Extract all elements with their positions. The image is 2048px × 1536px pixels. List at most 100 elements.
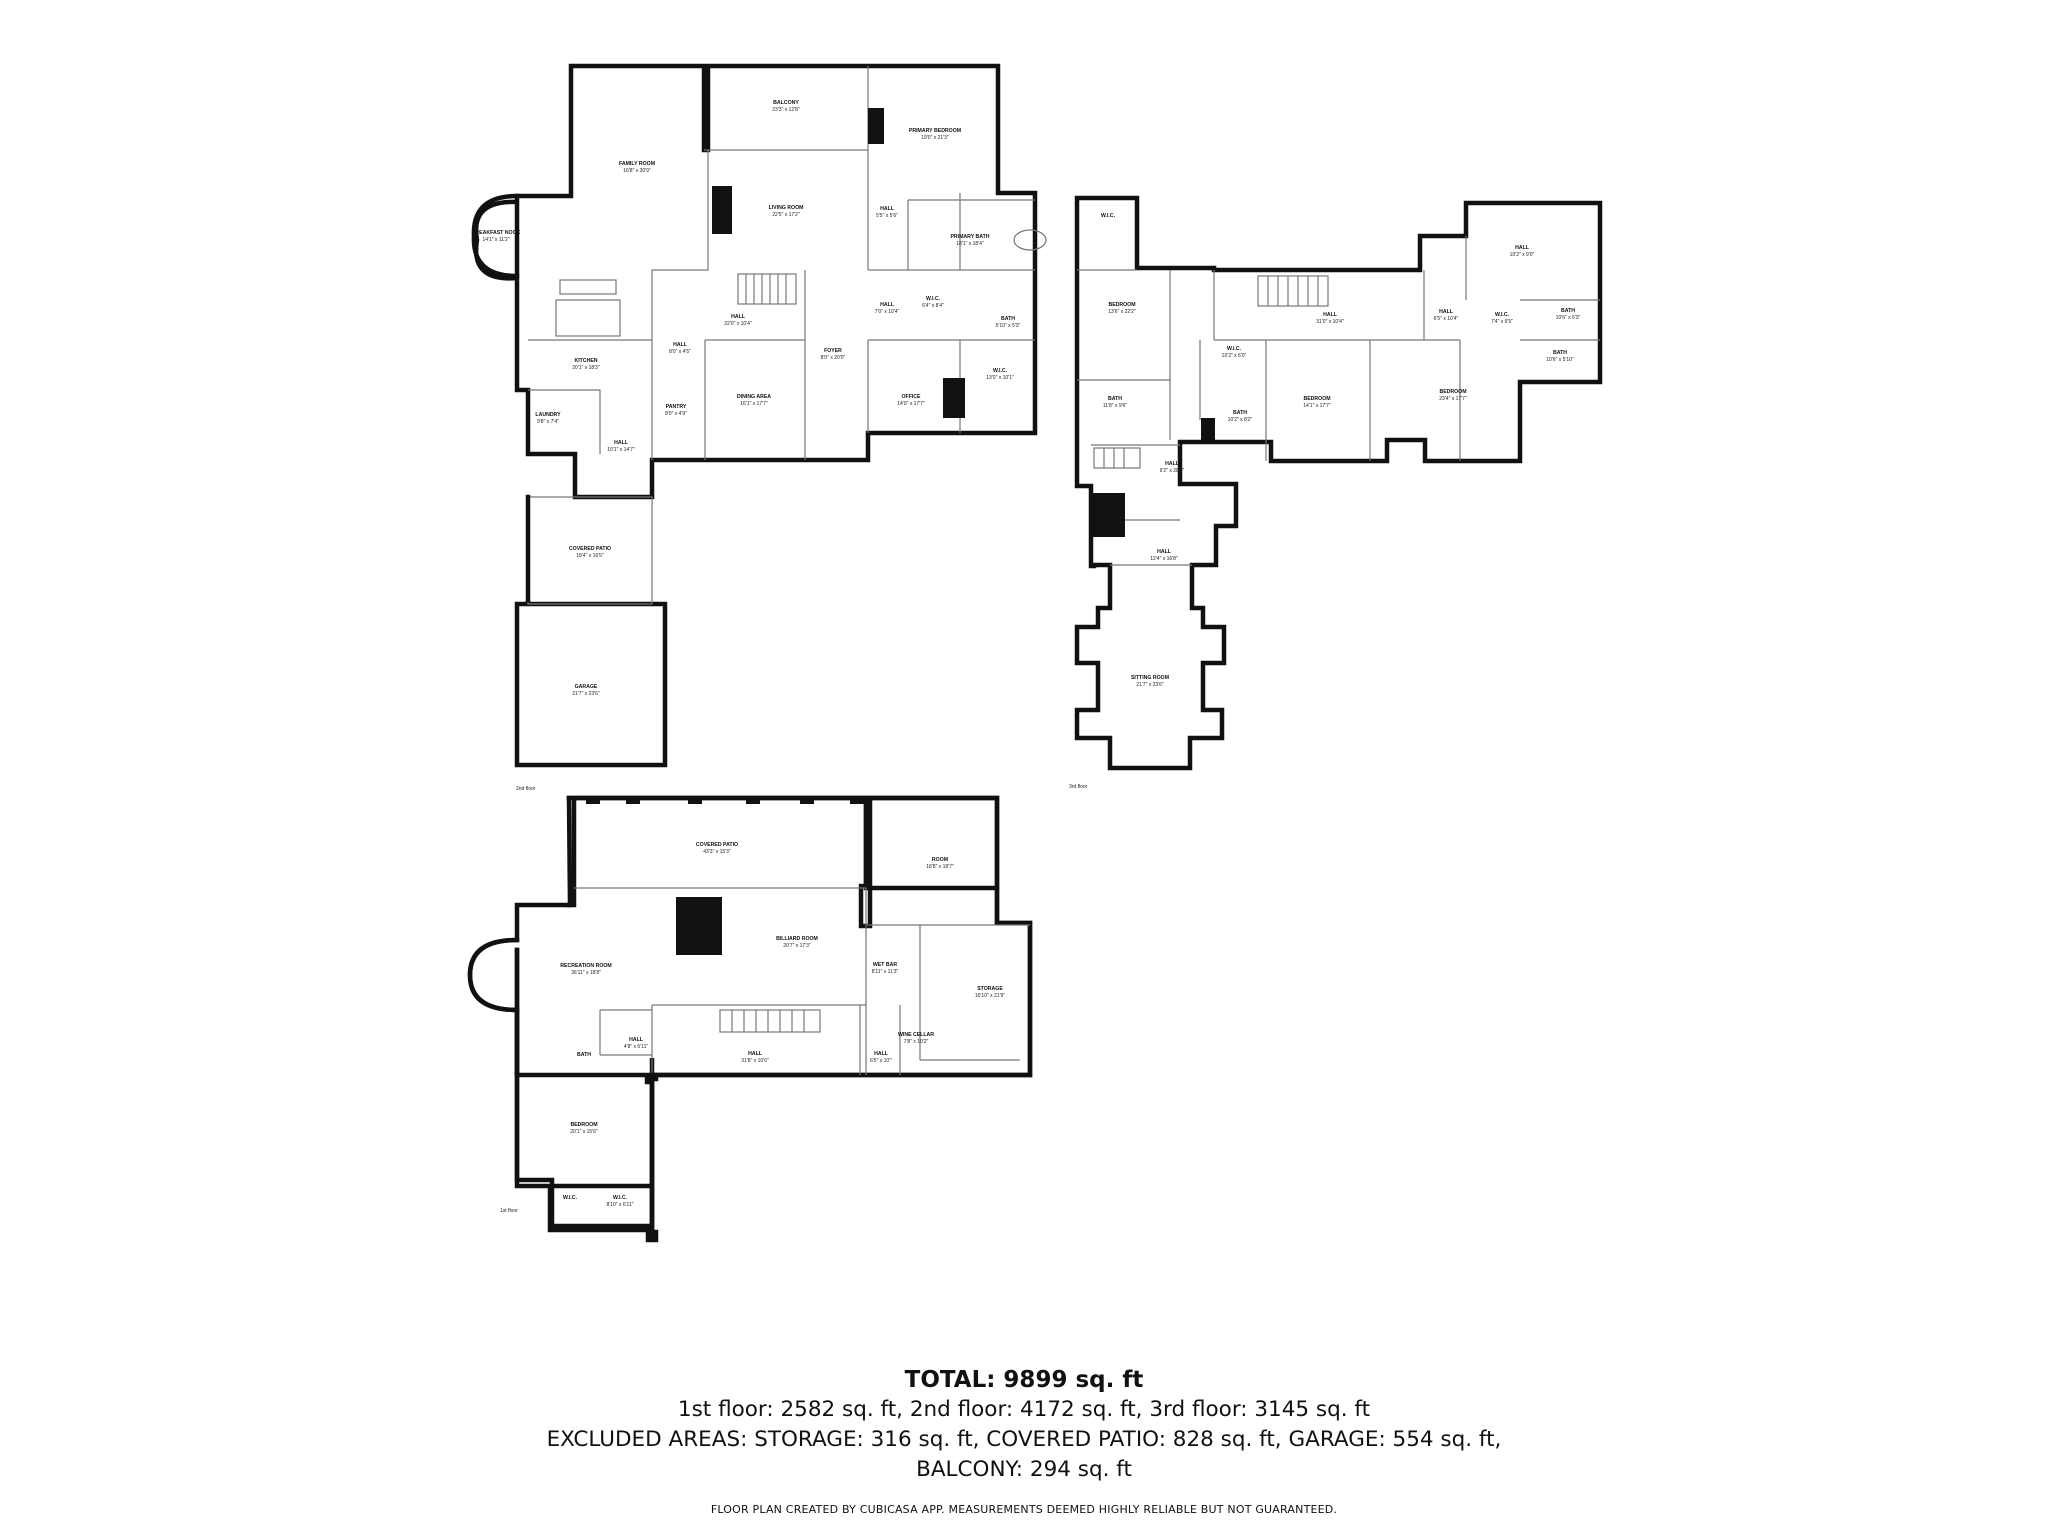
floor-plan-drawing: FAMILY ROOM 16'8" x 30'9" BALCONY 23'3" … [467, 63, 1603, 1243]
room-dim: 6'5" x 10'4" [1434, 316, 1459, 322]
room-name: PRIMARY BATH [950, 234, 989, 240]
room-dim: 10'1" x 14'7" [607, 447, 635, 453]
room-dim: 8'10" x 6'11" [606, 1202, 633, 1208]
room-name: W.I.C. [1227, 346, 1242, 352]
room-dim: 16'8" x 30'9" [623, 168, 651, 174]
room-name: PANTRY [666, 404, 687, 410]
room-dim: 22'0" x 10'4" [724, 321, 752, 327]
first-floor-plan [467, 795, 1033, 1243]
room-dim: 9'2" x 28'8" [1160, 468, 1185, 474]
second-floor-labels: FAMILY ROOM 16'8" x 30'9" BALCONY 23'3" … [472, 100, 1021, 792]
third-floor-stairs [1093, 275, 1329, 469]
room-name: BATH [1561, 308, 1575, 314]
room-name: OFFICE [901, 394, 921, 400]
third-floor-labels: W.I.C. HALL 10'2" x 9'0" BEDROOM 13'6" x… [1069, 213, 1581, 790]
room-name: BEDROOM [1303, 396, 1330, 402]
room-name: BATH [577, 1052, 591, 1058]
room-dim: 20'1" x 18'3" [572, 365, 600, 371]
room-name: HALL [1165, 461, 1180, 467]
third-floor-plan [1074, 195, 1603, 771]
room-name: BATH [1233, 410, 1247, 416]
room-dim: 6'5" x 10'" [870, 1058, 892, 1064]
room-name: BEDROOM [1108, 302, 1135, 308]
floor-tag-third: 3rd floor [1069, 784, 1088, 790]
room-name: LIVING ROOM [769, 205, 804, 211]
fireplace [712, 186, 732, 234]
room-dim: 31'0" x 10'4" [1316, 319, 1344, 325]
room-name: W.I.C. [1101, 213, 1116, 219]
room-dim: 10'2" x 9'0" [1510, 252, 1535, 258]
room-dim: 43'3" x 15'3" [703, 849, 731, 855]
room-dim: 12'4" x 16'8" [1150, 556, 1178, 562]
room-name: HALL [1515, 245, 1530, 251]
room-name: WINE CELLAR [898, 1032, 934, 1038]
recreation-bay [467, 937, 520, 1013]
second-floor-outer-wall [473, 63, 1038, 500]
room-dim: 31'8" x 10'6" [741, 1058, 769, 1064]
room-dim: 18'1" x 18'4" [956, 241, 984, 247]
room-dim: 9'8" x 7'4" [537, 419, 559, 425]
room-dim: 19'0" x 21'3" [921, 135, 949, 141]
room-name: BATH [1001, 316, 1015, 322]
room-dim: 5'5" x 5'6" [876, 213, 898, 219]
room-dim: 13'0" x 10'1" [986, 375, 1014, 381]
room-name: W.I.C. [563, 1195, 578, 1201]
room-name: BILLIARD ROOM [776, 936, 818, 942]
second-floor-plan [471, 63, 1047, 768]
column [800, 796, 814, 804]
room-name: KITCHEN [574, 358, 597, 364]
room-name: GARAGE [575, 684, 598, 690]
room-dim: 16'10" x 21'9" [975, 993, 1005, 999]
room-dim: 16'1" x 17'7" [740, 401, 768, 407]
credit-disclaimer: FLOOR PLAN CREATED BY CUBICASA APP. MEAS… [710, 1503, 1338, 1516]
excluded-areas-line-2: BALCONY: 294 sq. ft [916, 1457, 1132, 1482]
room-name: BREAKFAST NOOK [472, 230, 521, 236]
room-dim: 21'7" x 23'6" [572, 691, 600, 697]
room-dim: 13'6" x 22'2" [1108, 309, 1136, 315]
room-dim: 21'7" x 23'6" [1136, 682, 1164, 688]
third-floor-interior-walls [1077, 236, 1600, 566]
room-dim: 23'4" x 17'7" [1439, 396, 1467, 402]
room-name: HALL [673, 342, 688, 348]
room-dim: 8'0" x 4'9" [665, 411, 687, 417]
column [746, 796, 760, 804]
room-name: HALL [880, 302, 895, 308]
fireplace [943, 378, 965, 418]
room-name: FOYER [824, 348, 842, 354]
floor-areas: 1st floor: 2582 sq. ft, 2nd floor: 4172 … [677, 1397, 1371, 1422]
room-name: PRIMARY BEDROOM [909, 128, 961, 134]
column [688, 796, 702, 804]
fireplace [676, 897, 722, 955]
room-dim: 22'5" x 17'2" [772, 212, 800, 218]
column [626, 796, 640, 804]
first-floor-stairs [719, 1009, 821, 1033]
kitchen-island [555, 299, 621, 337]
room-dim: 7'4" x 6'5" [1491, 319, 1513, 325]
kitchen-counter [559, 279, 617, 295]
room-name: WET BAR [873, 962, 897, 968]
room-dim: 8'0" x 4'5" [669, 349, 691, 355]
room-name: HALL [1439, 309, 1454, 315]
room-name: BATH [1108, 396, 1122, 402]
room-name: HALL [614, 440, 629, 446]
floor-tag-second: 2nd floor [516, 786, 536, 792]
room-dim: 20'1" x 15'6" [570, 1129, 598, 1135]
room-name: BEDROOM [1439, 389, 1466, 395]
room-dim: 14'1" x 17'7" [1303, 403, 1331, 409]
room-name: COVERED PATIO [569, 546, 611, 552]
breakfast-nook-bay [471, 193, 520, 279]
room-name: HALL [748, 1051, 763, 1057]
room-dim: 8'0" x 20'0" [821, 355, 846, 361]
room-dim: 20'7" x 17'3" [783, 943, 811, 949]
room-dim: 23'3" x 12'8" [772, 107, 800, 113]
room-name: HALL [1323, 312, 1338, 318]
first-floor-building [467, 795, 1033, 1078]
room-name: LAUNDRY [535, 412, 561, 418]
third-floor-outer-wall [1074, 195, 1603, 771]
room-dim: 14'0" x 17'7" [897, 401, 925, 407]
room-dim: 18'8" x 18'7" [926, 864, 954, 870]
first-floor-interior-walls [574, 887, 1030, 1075]
room-name: ROOM [932, 857, 948, 863]
chimney [1201, 418, 1215, 444]
room-name: W.I.C. [993, 368, 1008, 374]
